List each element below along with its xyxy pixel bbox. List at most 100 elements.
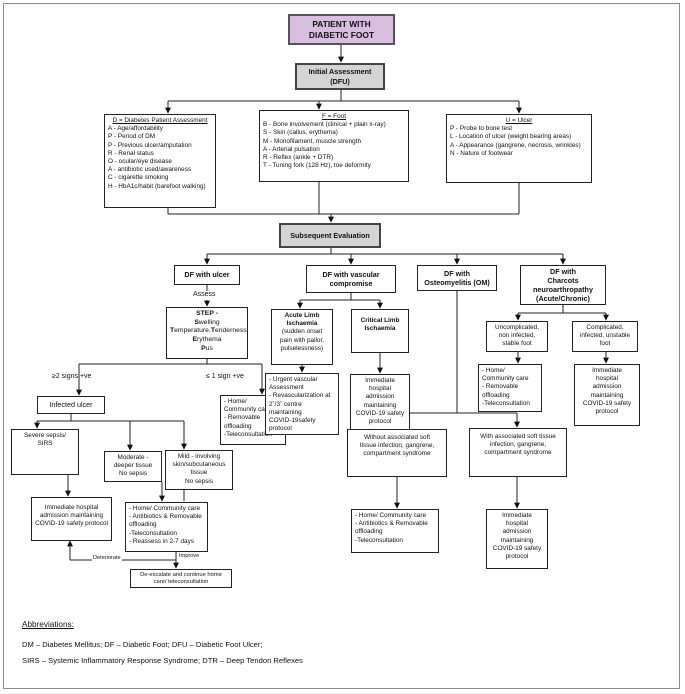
home-charcot-line: - Home/ [482, 367, 505, 374]
complicated-foot-box: Complicated, infected, unstable foot [572, 321, 638, 352]
deteriorate-label: Deteriorate [92, 555, 122, 561]
immediate-om-line: hospital [505, 520, 529, 528]
home-small-line: offloading [224, 422, 252, 430]
step-box: STEP - Swelling Temperature,Tenderness E… [166, 307, 248, 359]
step-title: STEP - [196, 310, 218, 317]
d-box-line: A - Age/affordability [108, 125, 163, 133]
deescalate-line: care/ teleconsultation [153, 578, 209, 585]
moderate-box: Moderate - deeper tissue No sepsis [104, 451, 162, 482]
immediate-om-line: protocol [505, 552, 529, 560]
d-box-line: A - antibiotic used/awareness [108, 166, 192, 174]
step-line: Erythema [192, 336, 222, 344]
immediate-charcot-line: maintaining [590, 391, 624, 399]
diabetes-patient-assessment-box: D = Diabetes Patient Assessment A - Age/… [104, 114, 216, 208]
mild-box: Mild - involving skin/subcutaneous tissu… [165, 450, 233, 490]
immediate-charcot-box: Immediate hospital admission maintaining… [574, 364, 640, 426]
immediate-om-line: COVID-19 safety [492, 544, 542, 552]
with-soft-line: With associated soft tissue [480, 433, 556, 440]
home-antibiotic-line: - Reassess in 2-7 days [129, 537, 194, 545]
ulcer-assessment-box: U = Ulcer P - Probe to bone test L - Loc… [446, 114, 592, 183]
critical-limb-line: Ischaemia [364, 325, 396, 333]
uncomplicated-line: stable foot [502, 340, 532, 348]
df-charcot-line: (Acute/Chronic) [536, 294, 590, 304]
subsequent-evaluation-box: Subsequent Evaluation [279, 223, 381, 248]
home-antibiotic-line: - Antibiotics & Removable [129, 513, 202, 521]
df-vascular-box: DF with vascular compromise [306, 265, 396, 293]
immediate-om-line: admission [502, 528, 532, 536]
uncomplicated-line: non infected, [498, 332, 536, 340]
assess-label: Assess [193, 291, 216, 298]
df-charcot-line: Charcots [547, 275, 579, 285]
severe-sepsis-box: Severe sepsis/ SIRS [11, 429, 79, 475]
ge2-signs-label: ≥2 signs +ve [52, 373, 92, 380]
home-antibiotic-line: offloading [129, 521, 157, 529]
urgent-line: 2˚/3˚ centre [269, 400, 302, 408]
subsequent-title: Subsequent Evaluation [290, 230, 370, 240]
immediate-crit-line: Immediate [365, 377, 395, 384]
abbreviations-line: SIRS – Systemic Inflammatory Response Sy… [22, 656, 303, 665]
figure-frame [3, 3, 680, 689]
immediate-om-line: maintaining [500, 536, 534, 544]
d-box-title: D = Diabetes Patient Assessment [112, 117, 208, 124]
immediate-crit-line: hospital [368, 385, 392, 393]
home-antibiotic-line: - Home/ Community care [129, 505, 201, 512]
step-line: Swelling [194, 318, 220, 326]
urgent-vascular-box: - Urgent vascular Assessment - Revascula… [265, 373, 339, 435]
immediate-admission-left-box: Immediate hospital admission maintaining… [31, 497, 112, 541]
u-box-line: A - Appearance (gangrene, necrosis, wrin… [450, 141, 581, 149]
home-om-line: - Antibiotics & Removable [355, 520, 428, 528]
with-soft-line: compartment syndrome [484, 449, 552, 457]
d-box-line: P - Previous ulcer/amputation [108, 141, 192, 149]
u-box-line: L - Location of ulcer (weight bearing ar… [450, 133, 572, 141]
immediate-left-line: admission maintaining [39, 512, 104, 520]
uncomplicated-foot-box: Uncomplicated, non infected, stable foot [486, 321, 548, 352]
acute-limb-title: Ischaemia [286, 320, 318, 328]
immediate-om-line: Immediate [502, 512, 532, 519]
initial-assessment-box: Initial Assessment (DFU) [295, 63, 385, 90]
u-box-line: N - Nature of footwear [450, 149, 513, 157]
home-antibiotic-line: -Teleconsultation [129, 529, 177, 537]
with-soft-tissue-box: With associated soft tissue infection, g… [469, 428, 567, 477]
d-box-line: P - Period of DM [108, 133, 156, 141]
immediate-left-line: COVID-19 safety protocol [35, 520, 108, 528]
immediate-charcot-line: Immediate [592, 367, 622, 374]
mild-line: skin/subcutaneous [172, 461, 226, 469]
immediate-crit-line: maintaining [363, 401, 397, 409]
df-om-line: DF with [444, 268, 470, 278]
complicated-line: foot [599, 340, 611, 348]
immediate-crit-line: protocol [368, 417, 392, 425]
complicated-line: infected, unstable [579, 332, 631, 340]
home-charcot-line: Community care [482, 375, 529, 383]
without-soft-line: Without associated soft [363, 434, 431, 441]
df-vascular-line: DF with vascular [322, 269, 380, 279]
home-charcot-line: - Removable [482, 383, 519, 391]
moderate-line: Moderate - [117, 454, 149, 461]
df-om-line: Osteomyelitis (OM) [424, 278, 490, 287]
f-box-line: S - Skin (callus, erythema) [263, 129, 338, 137]
home-om-line: - Home/ Community care [355, 512, 427, 519]
foot-assessment-box: F = Foot B - Bone involvement (clinical … [259, 110, 409, 182]
u-box-title: U = Ulcer [505, 117, 533, 124]
main-title-line: DIABETIC FOOT [308, 29, 375, 40]
urgent-line: - Urgent vascular [269, 376, 318, 383]
acute-limb-ischaemia-box: Acute Limb Ischaemia (sudden onset pain … [271, 309, 333, 365]
urgent-line: protocol [269, 425, 292, 433]
severe-line: Severe sepsis/ [24, 432, 66, 439]
home-charcot-box: - Home/ Community care - Removable offlo… [478, 364, 542, 412]
df-charcot-box: DF with Charcots neuroarthropathy (Acute… [520, 265, 606, 305]
d-box-line: H - HbA1c/habit (barefoot walking) [108, 182, 206, 190]
without-soft-line: tissue infection, gangrene, [359, 442, 435, 450]
initial-title-line: Initial Assessment [308, 67, 372, 77]
patient-with-diabetic-foot-box: PATIENT WITH DIABETIC FOOT [288, 14, 395, 45]
critical-limb-line: Critical Limb [360, 317, 400, 324]
urgent-line: maintaining [269, 408, 302, 416]
df-osteomyelitis-box: DF with Osteomyelitis (OM) [417, 265, 497, 291]
f-box-line: R - Reflex (ankle + DTR) [263, 153, 334, 161]
deescalate-line: De-escalate and continue home [140, 572, 222, 578]
mild-line: tissue [190, 469, 208, 477]
severe-line: SIRS [37, 440, 53, 448]
urgent-line: Assessment [269, 384, 304, 392]
step-line: Temperature,Tenderness [170, 327, 247, 335]
initial-title-line: (DFU) [330, 76, 350, 86]
urgent-line: COVID-19safety [269, 416, 316, 424]
